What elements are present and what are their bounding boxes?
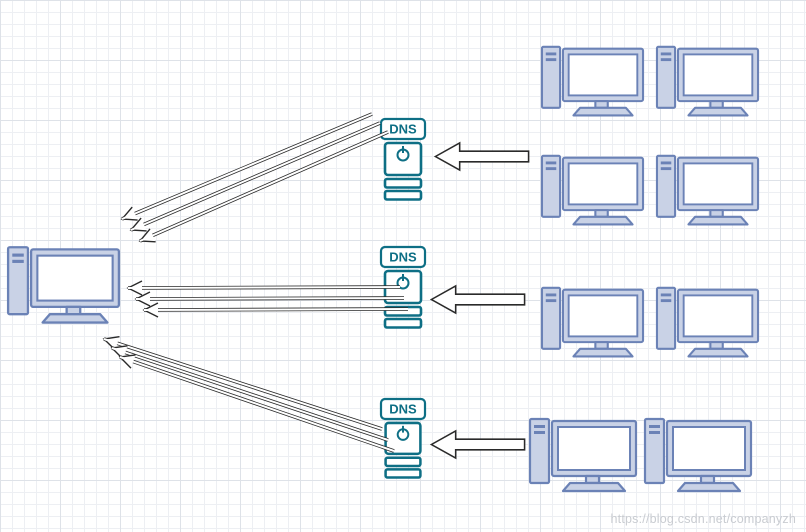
client-computer-icon-3 — [540, 154, 645, 226]
client-computer-icon-8 — [643, 417, 753, 493]
client-computer-icon-1 — [540, 45, 645, 117]
client-computer-icon-2 — [655, 45, 760, 117]
dns-label-box — [379, 117, 427, 141]
dns-label: DNS — [389, 250, 417, 265]
response-arrow — [110, 345, 389, 442]
response-arrows-1 — [120, 112, 389, 243]
dns-label: DNS — [389, 402, 417, 417]
client-computer-icon-7 — [528, 417, 638, 493]
client-computer-icon-5 — [540, 286, 645, 358]
request-arrow-3 — [430, 430, 526, 459]
response-arrow — [118, 354, 395, 453]
dns-server-2: DNS — [379, 245, 427, 329]
response-arrow — [120, 112, 373, 221]
response-arrow — [138, 130, 389, 243]
dns-label: DNS — [389, 122, 417, 137]
watermark-text: https://blog.csdn.net/companyzh — [610, 512, 796, 526]
dns-server-1: DNS — [379, 117, 427, 201]
response-arrow — [129, 121, 381, 232]
response-arrows-2 — [126, 280, 409, 318]
request-arrow-2 — [430, 285, 526, 314]
response-arrow — [142, 302, 409, 318]
dns-label-box — [379, 397, 427, 421]
response-arrow — [102, 335, 383, 431]
victim-computer-icon — [6, 246, 121, 324]
client-computer-icon-6 — [655, 286, 760, 358]
request-arrow-1 — [434, 142, 530, 171]
response-arrow — [134, 291, 405, 307]
dns-server-icon — [383, 141, 423, 201]
client-computer-icon-4 — [655, 154, 760, 226]
dns-label-box — [379, 245, 427, 269]
response-arrows-3 — [102, 335, 395, 453]
response-arrow — [126, 280, 401, 296]
dns-server-3: DNS — [379, 397, 427, 479]
